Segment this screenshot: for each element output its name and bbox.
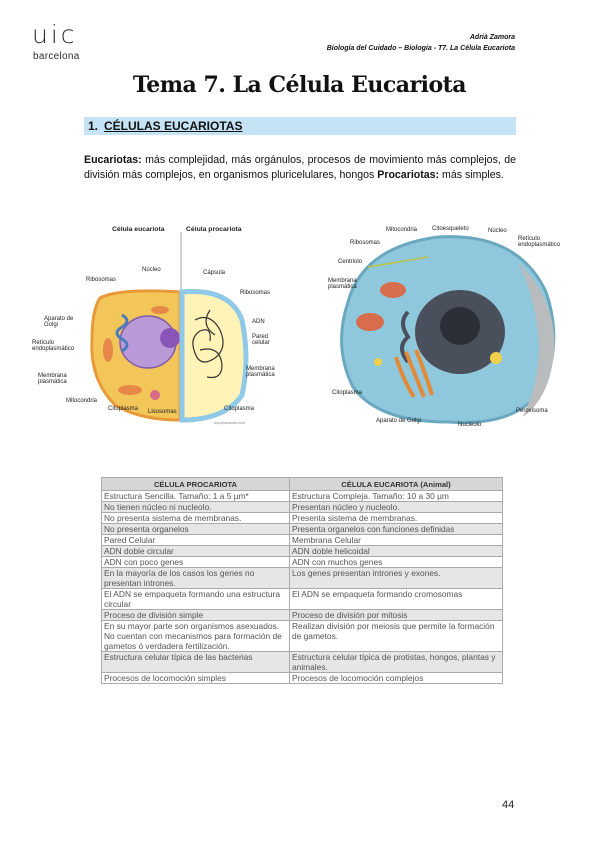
label-membrana-pro: Membrana plasmática [246, 366, 275, 378]
page-number: 44 [502, 799, 515, 811]
label-ribosomas-euc: Ribosomas [86, 277, 117, 283]
page-title: Tema 7. La Célula Eucariota [132, 72, 467, 98]
table-row: No tienen núcleo ni nucleolo.Presentan n… [101, 501, 503, 513]
section-label: CÉLULAS EUCARIOTAS [104, 119, 243, 133]
cell-procariota: Proceso de división simple [101, 609, 290, 621]
label-membrana-euc: Membrana plasmática [38, 373, 67, 385]
table-row: Estructura celular típica de las bacteri… [101, 651, 503, 673]
cell-procariota: No tienen núcleo ni nucleolo. [101, 501, 290, 513]
intro-text-1: más complejidad, más orgánulos, procesos… [84, 154, 516, 181]
cell-eucariota: Los genes presentan intrones y exones. [289, 567, 503, 589]
section-number: 1. [88, 119, 99, 133]
diagram1-heading-procariota: Célula procariota [186, 226, 242, 233]
cell-eucariota: Presenta sistema de membranas. [289, 512, 503, 524]
comparison-table: CÉLULA PROCARIOTA CÉLULA EUCARIOTA (Anim… [101, 477, 503, 684]
cell-procariota: No presenta organelos [101, 523, 290, 535]
table-row: El ADN se empaqueta formando una estruct… [101, 588, 503, 610]
uic-logo-subtitle: barcelona [33, 51, 80, 62]
label2-mitocondria: Mitocondria [386, 227, 418, 233]
term-eucariotas: Eucariotas: [84, 154, 142, 166]
cell-eucariota: Proceso de división por mitosis [289, 609, 503, 621]
cell-eucariota: Estructura celular típica de protistas, … [289, 651, 503, 673]
header-author: Adrià Zamora [469, 34, 515, 41]
label-capsula: Cápsula [203, 270, 226, 276]
label-citoplasma-pro: Citoplasma [224, 406, 255, 412]
cell-procariota: En la mayoría de los casos los genes no … [101, 567, 290, 589]
label-nucleo: Núcleo [142, 267, 161, 273]
cell-eucariota: El ADN se empaqueta formando cromosomas [289, 588, 503, 610]
cell-comparison-diagram: Célula eucariota Célula procariota Ribos… [30, 220, 292, 430]
animal-cell-diagram: Mitocondria Citoesqueleto Núcleo Retícul… [318, 222, 564, 432]
cell-procariota: Estructura celular típica de las bacteri… [101, 651, 290, 673]
cell-procariota: Estructura Sencilla. Tamaño: 1 a 5 µm* [101, 490, 290, 502]
label-citoplasma-euc: Citoplasma [108, 406, 139, 412]
diagram1-heading-eucariota: Célula eucariota [112, 226, 165, 233]
cell-procariota: Pared Celular [101, 534, 290, 546]
label2-nucleo: Núcleo [488, 228, 507, 234]
label-lisosomas: Lisosomas [148, 409, 177, 415]
label-aparato-golgi: Aparato de Golgi [44, 316, 74, 328]
animal-cell-illustration [340, 235, 556, 425]
cell-eucariota: Estructura Compleja. Tamaño: 10 a 30 µm [289, 490, 503, 502]
diagram1-credit: sopanorama.com [214, 420, 245, 425]
cell-eucariota: Presenta organelos con funciones definid… [289, 523, 503, 535]
uic-logo: uic [32, 20, 78, 49]
table-row: No presenta sistema de membranas.Present… [101, 512, 503, 524]
cell-eucariota: ADN con muchos genes [289, 556, 503, 568]
cell-eucariota: Realizan división por meiosis que permit… [289, 620, 503, 652]
term-procariotas: Procariotas: [377, 169, 440, 181]
cell-procariota: El ADN se empaqueta formando una estruct… [101, 588, 290, 610]
intro-text-2: más simples. [439, 169, 504, 181]
cell-eucariota: Procesos de locomoción complejos [289, 672, 503, 684]
section-heading: 1. CÉLULAS EUCARIOTAS [84, 117, 516, 135]
cell-procariota: ADN doble circular [101, 545, 290, 557]
label2-ribosomas: Ribosomas [350, 240, 381, 246]
cell-procariota: ADN con poco genes [101, 556, 290, 568]
label-ribosomas-pro: Ribosomas [240, 290, 271, 296]
table-row: En su mayor parte son organismos asexuad… [101, 620, 503, 652]
table-row: En la mayoría de los casos los genes no … [101, 567, 503, 589]
cell-eucariota: ADN doble helicoidal [289, 545, 503, 557]
label2-centriolo: Centriolo [338, 259, 363, 265]
label-mitocondria: Mitocondria [66, 398, 98, 404]
label2-peroxisoma: Peroxisoma [516, 408, 548, 414]
label2-citoesqueleto: Citoesqueleto [432, 226, 469, 232]
header-course: Biología del Cuidado – Biología - T7. La… [326, 45, 515, 52]
table-row: Estructura Sencilla. Tamaño: 1 a 5 µm*Es… [101, 490, 503, 502]
cell-eucariota: Presentan núcleo y nucleolo. [289, 501, 503, 513]
label-reticulo: Retículo endoplasmático [32, 340, 75, 352]
label2-golgi: Aparato de Golgi [376, 418, 422, 424]
label2-reticulo: Retículo endoplasmático [518, 236, 561, 248]
label-adn: ADN [252, 319, 265, 325]
cell-procariota: En su mayor parte son organismos asexuad… [101, 620, 290, 652]
cell-eucariota: Membrana Celular [289, 534, 503, 546]
cell-procariota: Procesos de locomoción simples [101, 672, 290, 684]
label-pared-celular: Pared celular [252, 334, 270, 346]
cell-comparison-illustration [90, 232, 249, 423]
intro-paragraph: Eucariotas: más complejidad, más orgánul… [84, 153, 516, 183]
col-header-procariota: CÉLULA PROCARIOTA [101, 477, 290, 491]
label2-nucleolo: Nucléolo [458, 422, 482, 428]
cell-procariota: No presenta sistema de membranas. [101, 512, 290, 524]
label2-citoplasma: Citoplasma [332, 390, 363, 396]
col-header-eucariota: CÉLULA EUCARIOTA (Animal) [289, 477, 503, 491]
label2-membrana: Membrana plasmática [328, 278, 357, 290]
table-header-row: CÉLULA PROCARIOTA CÉLULA EUCARIOTA (Anim… [101, 477, 503, 491]
